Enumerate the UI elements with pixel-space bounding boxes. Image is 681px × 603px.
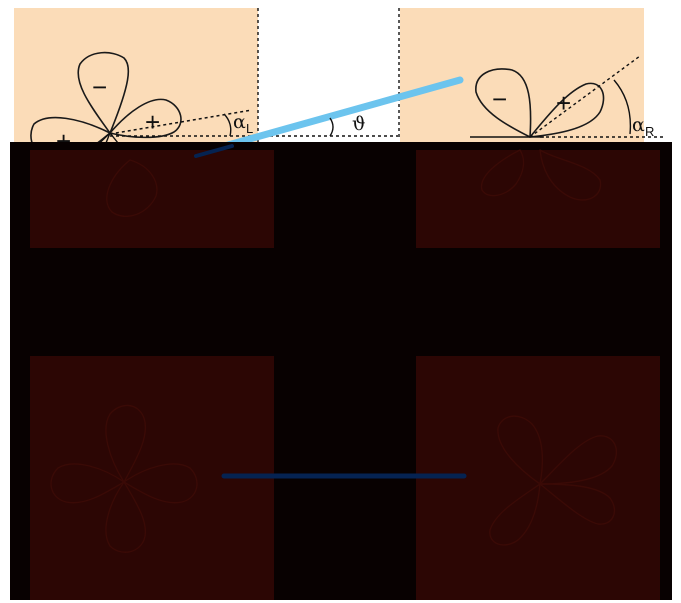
sign-right-lobe: + bbox=[145, 107, 160, 137]
dark-panel-top-right bbox=[416, 150, 660, 248]
dark-panel-top-left bbox=[30, 150, 274, 248]
alpha-right-label: α bbox=[632, 114, 645, 136]
theta-arc bbox=[330, 118, 333, 136]
left-edge-mask bbox=[0, 142, 10, 603]
sign-upper-lobe: − bbox=[92, 72, 107, 102]
right-edge-mask bbox=[672, 142, 681, 603]
alpha-right-subscript: R bbox=[645, 124, 654, 139]
theta-label: ϑ bbox=[352, 113, 366, 135]
alpha-left-subscript: L bbox=[246, 121, 253, 136]
sign-upper-right-lobe: + bbox=[556, 88, 571, 118]
top-left-orbital: − + + α L bbox=[14, 8, 258, 160]
top-left-panel bbox=[14, 8, 258, 148]
sign-upper-left-lobe: − bbox=[492, 84, 507, 114]
alpha-left-label: α bbox=[233, 111, 246, 133]
dark-overlay bbox=[0, 142, 681, 603]
top-right-orbital: − + α R bbox=[399, 8, 664, 148]
